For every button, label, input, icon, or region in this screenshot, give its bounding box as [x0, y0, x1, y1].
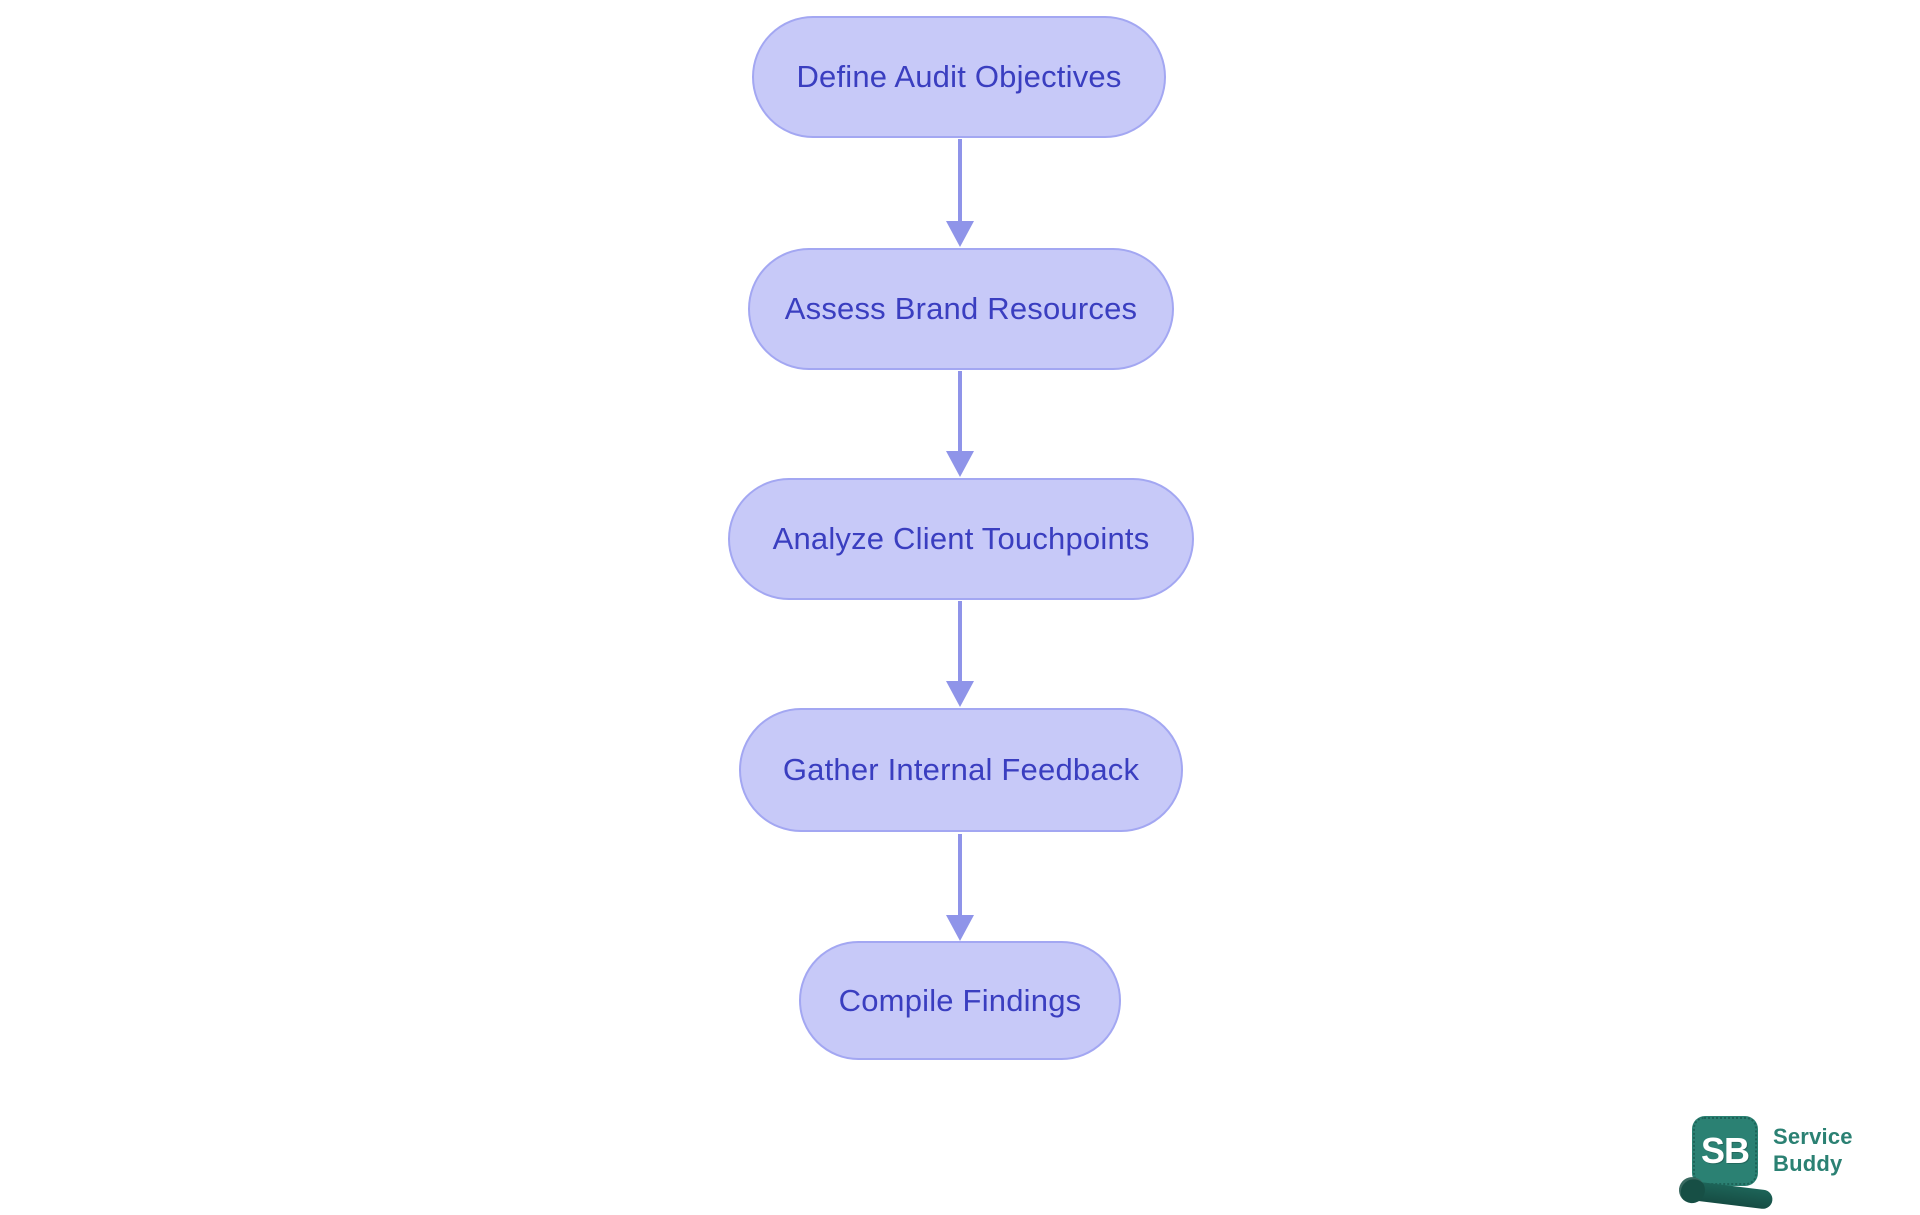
arrowhead-down-icon: [946, 221, 974, 247]
badge-letters: SB: [1700, 1130, 1750, 1171]
flow-arrow: [946, 371, 974, 477]
flow-arrow: [946, 834, 974, 941]
brand-badge-sb-icon: SB: [1681, 1116, 1774, 1210]
arrow-shaft: [958, 371, 962, 451]
brand-name: Service Buddy: [1773, 1124, 1853, 1178]
flow-arrow: [946, 139, 974, 247]
arrowhead-down-icon: [946, 451, 974, 477]
node-label: Assess Brand Resources: [784, 291, 1138, 326]
node-label: Analyze Client Touchpoints: [772, 521, 1150, 556]
node-label: Define Audit Objectives: [796, 59, 1122, 94]
brand-logo: SB Service Buddy: [1681, 1116, 1853, 1210]
arrow-shaft: [958, 834, 962, 915]
flow-node-define-audit-objectives: Define Audit Objectives: [752, 16, 1166, 138]
flow-node-analyze-client-touchpoints: Analyze Client Touchpoints: [728, 478, 1194, 600]
arrowhead-down-icon: [946, 915, 974, 941]
flow-node-compile-findings: Compile Findings: [799, 941, 1121, 1060]
node-label: Compile Findings: [838, 982, 1082, 1018]
brand-name-line1: Service: [1773, 1124, 1853, 1150]
arrow-shaft: [958, 601, 962, 681]
flow-node-assess-brand-resources: Assess Brand Resources: [748, 248, 1174, 370]
badge-peel-roll-icon: [1681, 1180, 1774, 1210]
flow-node-gather-internal-feedback: Gather Internal Feedback: [739, 708, 1183, 832]
brand-name-line2: Buddy: [1773, 1151, 1843, 1176]
arrow-shaft: [958, 139, 962, 221]
flow-arrow: [946, 601, 974, 707]
arrowhead-down-icon: [946, 681, 974, 707]
node-label: Gather Internal Feedback: [782, 752, 1140, 787]
